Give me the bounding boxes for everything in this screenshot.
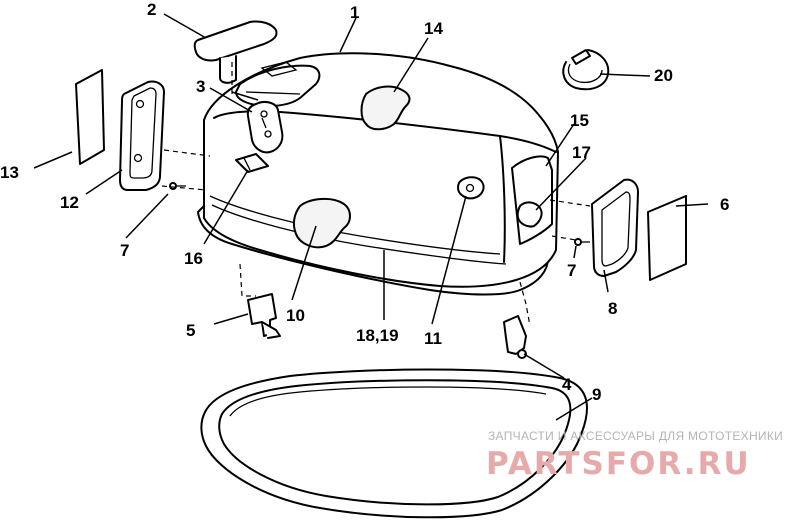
callout-1: 1 (350, 3, 359, 22)
callout-17: 17 (572, 143, 591, 162)
callout-20: 20 (654, 66, 673, 85)
callout-3: 3 (196, 77, 205, 96)
callout-15: 15 (570, 111, 589, 130)
part-14-patch[interactable] (360, 85, 411, 131)
watermark: ЗАПЧАСТИ И АКСЕССУАРЫ ДЛЯ МОТОТЕХНИКИ PA… (486, 429, 783, 482)
callout-9: 9 (592, 385, 601, 404)
callout-6: 6 (720, 195, 729, 214)
part-10-patch[interactable] (292, 198, 351, 249)
callout-7-left: 7 (120, 241, 129, 260)
part-13-filter-pad[interactable] (75, 69, 105, 165)
assembly-dash-lines (161, 62, 591, 327)
part-20-cable[interactable] (562, 49, 610, 91)
part-8-inlet-frame[interactable] (591, 178, 639, 277)
part-11-fitting[interactable] (457, 176, 485, 200)
part-5-bracket[interactable] (247, 293, 281, 339)
leader-lines (33, 13, 709, 421)
callout-4: 4 (562, 375, 572, 394)
part-7-screw-right[interactable] (574, 238, 590, 246)
callout-14: 14 (424, 19, 443, 38)
callout-labels: 1 2 3 4 5 6 7 7 8 9 10 11 12 13 14 15 16… (0, 0, 729, 404)
callout-11: 11 (424, 329, 442, 348)
callout-10: 10 (286, 306, 305, 325)
part-17-grommet[interactable] (516, 201, 543, 228)
callout-16: 16 (184, 249, 203, 268)
part-6-filter-pad[interactable] (647, 195, 687, 281)
callout-2: 2 (147, 0, 156, 19)
watermark-tagline: ЗАПЧАСТИ И АКСЕССУАРЫ ДЛЯ МОТОТЕХНИКИ (488, 429, 783, 443)
callout-13: 13 (0, 163, 19, 182)
part-4-bracket[interactable] (503, 315, 527, 359)
callout-5: 5 (186, 321, 195, 340)
callout-12: 12 (60, 193, 79, 212)
callout-8: 8 (608, 299, 617, 318)
callout-7-right: 7 (567, 261, 576, 280)
part-9-seal-ring[interactable] (200, 368, 588, 519)
part-3-latch[interactable] (246, 101, 284, 154)
part-12-inlet-frame[interactable] (119, 80, 165, 191)
part-16-clip[interactable] (235, 153, 269, 173)
watermark-logo: PARTSFOR.RU (486, 446, 751, 482)
callout-18-19: 18,19 (356, 326, 399, 345)
